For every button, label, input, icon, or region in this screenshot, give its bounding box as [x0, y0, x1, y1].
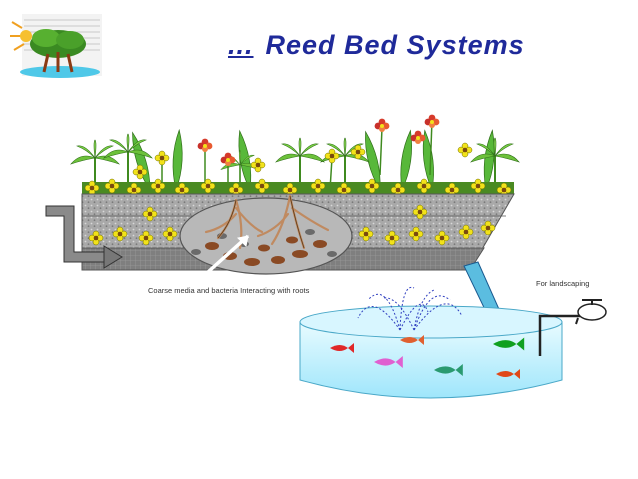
ground-flowers — [82, 178, 514, 198]
coarse-media-label: Coarse media and bacteria Interacting wi… — [148, 286, 310, 295]
reed-tree-island-icon — [10, 14, 102, 78]
title-text: Reed Bed Systems — [265, 30, 525, 60]
page-title: ... Reed Bed Systems — [228, 30, 525, 61]
pond — [299, 305, 563, 399]
reed-plants — [70, 114, 520, 193]
title-ellipsis: ... — [228, 30, 254, 60]
landscaping-label: For landscaping — [536, 279, 590, 288]
fountain — [357, 286, 463, 331]
root-zone — [179, 194, 353, 275]
faucet-icon — [538, 299, 607, 356]
inlet-pipe-icon — [45, 205, 123, 269]
